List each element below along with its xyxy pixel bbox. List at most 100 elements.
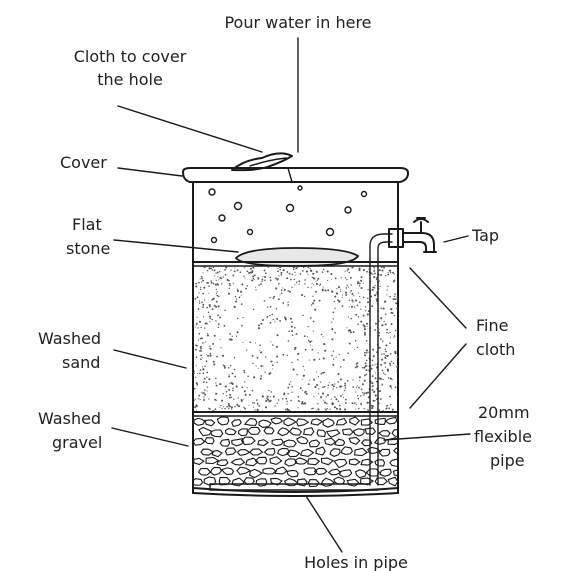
sand-speckle [215, 288, 217, 291]
sand-speckle [296, 266, 299, 268]
sand-speckle [211, 318, 213, 321]
sand-speckle [259, 351, 263, 354]
sand-speckle [364, 365, 367, 368]
sand-speckle [355, 403, 357, 405]
gravel-stone [238, 428, 248, 437]
gravel-stone [263, 427, 275, 435]
sand-speckle [195, 297, 197, 299]
sand-speckle [272, 297, 274, 300]
sand-speckle [354, 402, 356, 404]
sand-speckle [215, 300, 218, 303]
sand-speckle [276, 278, 279, 281]
gravel-stone [352, 428, 365, 437]
sand-speckle [202, 381, 205, 384]
sand-speckle [286, 403, 288, 405]
sand-speckle [386, 289, 388, 291]
gravel-stone [327, 468, 342, 476]
sand-speckle [280, 289, 283, 291]
sand-speckle [240, 303, 243, 305]
sand-speckle [228, 374, 230, 376]
sand-speckle [214, 275, 216, 277]
sand-speckle [330, 398, 332, 400]
sand-speckle [233, 305, 236, 308]
sand-speckle [371, 359, 374, 362]
sand-speckle [209, 345, 211, 348]
sand-speckle [195, 344, 198, 347]
sand-speckle [199, 399, 201, 401]
sand-speckle [345, 287, 347, 289]
gravel-stone [377, 430, 391, 437]
sand-speckle [393, 335, 396, 337]
sand-speckle [290, 325, 293, 328]
sand-speckle [276, 402, 278, 404]
sand-speckle [364, 351, 366, 354]
sand-speckle [327, 279, 329, 282]
sand-speckle [210, 267, 213, 270]
sand-speckle [309, 269, 312, 272]
sand-speckle [230, 396, 233, 398]
sand-speckle [223, 366, 226, 369]
gravel-stone [322, 417, 335, 428]
gravel-stone [243, 418, 258, 426]
sand-speckle [397, 396, 398, 399]
sand-speckle [228, 279, 230, 282]
sand-speckle [286, 407, 289, 410]
sand-speckle [318, 393, 320, 395]
gravel-stone [231, 477, 246, 487]
gravel-stone [294, 457, 309, 465]
sand-speckle [373, 268, 375, 270]
sand-speckle [261, 278, 264, 281]
sand-speckle [272, 368, 274, 370]
sand-speckle [209, 305, 211, 308]
sand-speckle [305, 392, 308, 395]
sand-speckle [235, 335, 238, 337]
sand-speckle [219, 338, 221, 340]
sand-speckle [374, 377, 377, 380]
sand-speckle [290, 399, 292, 402]
gravel-stone [374, 459, 386, 467]
sand-speckle [291, 286, 293, 288]
sand-speckle [313, 358, 316, 361]
gravel-stone [210, 429, 224, 438]
sand-speckle [311, 276, 314, 279]
sand-speckle [299, 273, 302, 275]
gravel-stone [299, 448, 315, 457]
gravel-stone [307, 479, 320, 488]
sand-speckle [319, 299, 321, 302]
sand-speckle [335, 407, 339, 410]
sand-speckle [327, 394, 329, 396]
sand-speckle [242, 316, 244, 319]
sand-speckle [196, 316, 198, 318]
sand-speckle [229, 332, 232, 335]
sand-speckle [389, 352, 392, 355]
sand-speckle [294, 326, 296, 329]
gravel-stone [384, 416, 398, 425]
gravel-stone [277, 447, 291, 457]
sand-speckle [362, 268, 365, 272]
sand-speckle [208, 292, 210, 294]
sand-speckle [302, 314, 304, 317]
sand-speckle [349, 291, 351, 293]
sand-speckle [256, 399, 258, 401]
sand-speckle [228, 375, 231, 378]
sand-speckle [269, 396, 271, 398]
sand-speckle [234, 295, 237, 298]
sand-speckle [363, 392, 366, 395]
sand-speckle [291, 321, 293, 323]
sand-speckle [379, 398, 382, 400]
sand-speckle [286, 400, 288, 403]
sand-speckle [332, 350, 334, 352]
gravel-stone [194, 417, 206, 426]
gravel-stone [198, 426, 213, 437]
sand-speckle [371, 389, 374, 391]
sand-speckle [358, 267, 361, 270]
sand-speckle [208, 303, 211, 307]
sand-speckle [392, 271, 394, 274]
sand-speckle [307, 325, 309, 328]
sand-speckle [360, 286, 363, 290]
sand-speckle [200, 347, 202, 350]
sand-speckle [389, 364, 392, 367]
sand-speckle [292, 368, 295, 371]
sand-speckle [394, 329, 397, 332]
sand-speckle [293, 348, 296, 350]
